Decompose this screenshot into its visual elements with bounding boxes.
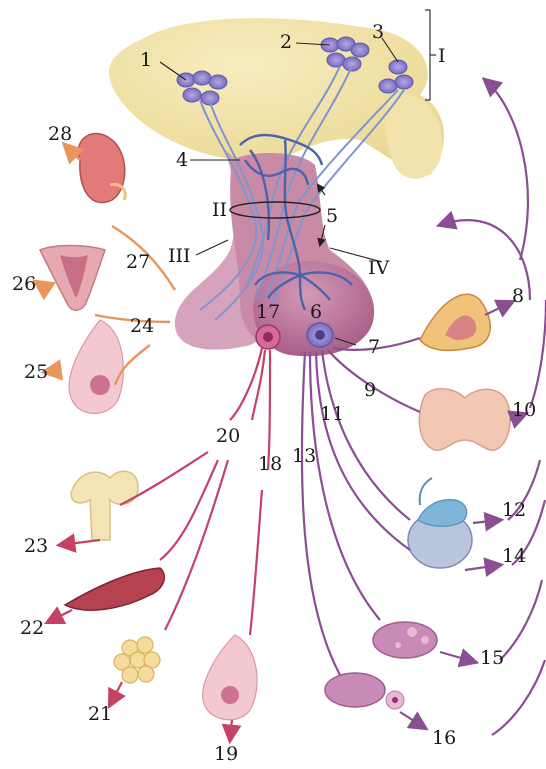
label-5: 5 bbox=[326, 205, 338, 227]
label-28: 28 bbox=[48, 123, 72, 145]
adrenal-gland bbox=[420, 294, 490, 350]
label-27: 27 bbox=[126, 251, 150, 273]
label-1: 1 bbox=[140, 49, 152, 71]
bracket-I bbox=[425, 10, 436, 100]
label-6: 6 bbox=[310, 301, 322, 323]
label-14: 14 bbox=[502, 545, 526, 567]
label-10: 10 bbox=[512, 399, 536, 421]
label-IV: IV bbox=[368, 257, 390, 279]
label-2: 2 bbox=[280, 31, 292, 53]
label-II: II bbox=[212, 199, 227, 221]
uterus bbox=[40, 246, 105, 311]
ovary-16 bbox=[325, 673, 404, 709]
label-3: 3 bbox=[372, 21, 384, 43]
label-19: 19 bbox=[214, 743, 238, 765]
label-23: 23 bbox=[24, 535, 48, 557]
label-17: 17 bbox=[256, 301, 280, 323]
cell-17 bbox=[256, 325, 280, 349]
label-8: 8 bbox=[512, 285, 524, 307]
label-I: I bbox=[438, 45, 446, 67]
label-18: 18 bbox=[258, 453, 282, 475]
ovary-15 bbox=[373, 622, 437, 658]
label-III: III bbox=[168, 245, 191, 267]
label-15: 15 bbox=[480, 647, 504, 669]
muscle bbox=[65, 568, 164, 610]
kidney-adrenal-28 bbox=[78, 134, 125, 203]
label-9: 9 bbox=[364, 379, 376, 401]
label-11: 11 bbox=[320, 403, 344, 425]
mammary-gland-19 bbox=[203, 635, 257, 720]
label-20: 20 bbox=[216, 425, 240, 447]
label-13: 13 bbox=[292, 445, 316, 467]
label-24: 24 bbox=[130, 315, 154, 337]
thyroid-gland bbox=[419, 389, 510, 450]
label-4: 4 bbox=[176, 149, 188, 171]
adipose-tissue bbox=[114, 637, 160, 683]
label-7: 7 bbox=[368, 336, 380, 358]
cell-6 bbox=[307, 323, 333, 347]
label-12: 12 bbox=[502, 499, 526, 521]
label-21: 21 bbox=[88, 703, 112, 725]
mammary-gland-25 bbox=[69, 320, 123, 414]
bone bbox=[71, 471, 138, 540]
label-22: 22 bbox=[20, 617, 44, 639]
label-25: 25 bbox=[24, 361, 48, 383]
label-16: 16 bbox=[432, 727, 456, 749]
label-26: 26 bbox=[12, 273, 36, 295]
testis bbox=[408, 478, 472, 568]
